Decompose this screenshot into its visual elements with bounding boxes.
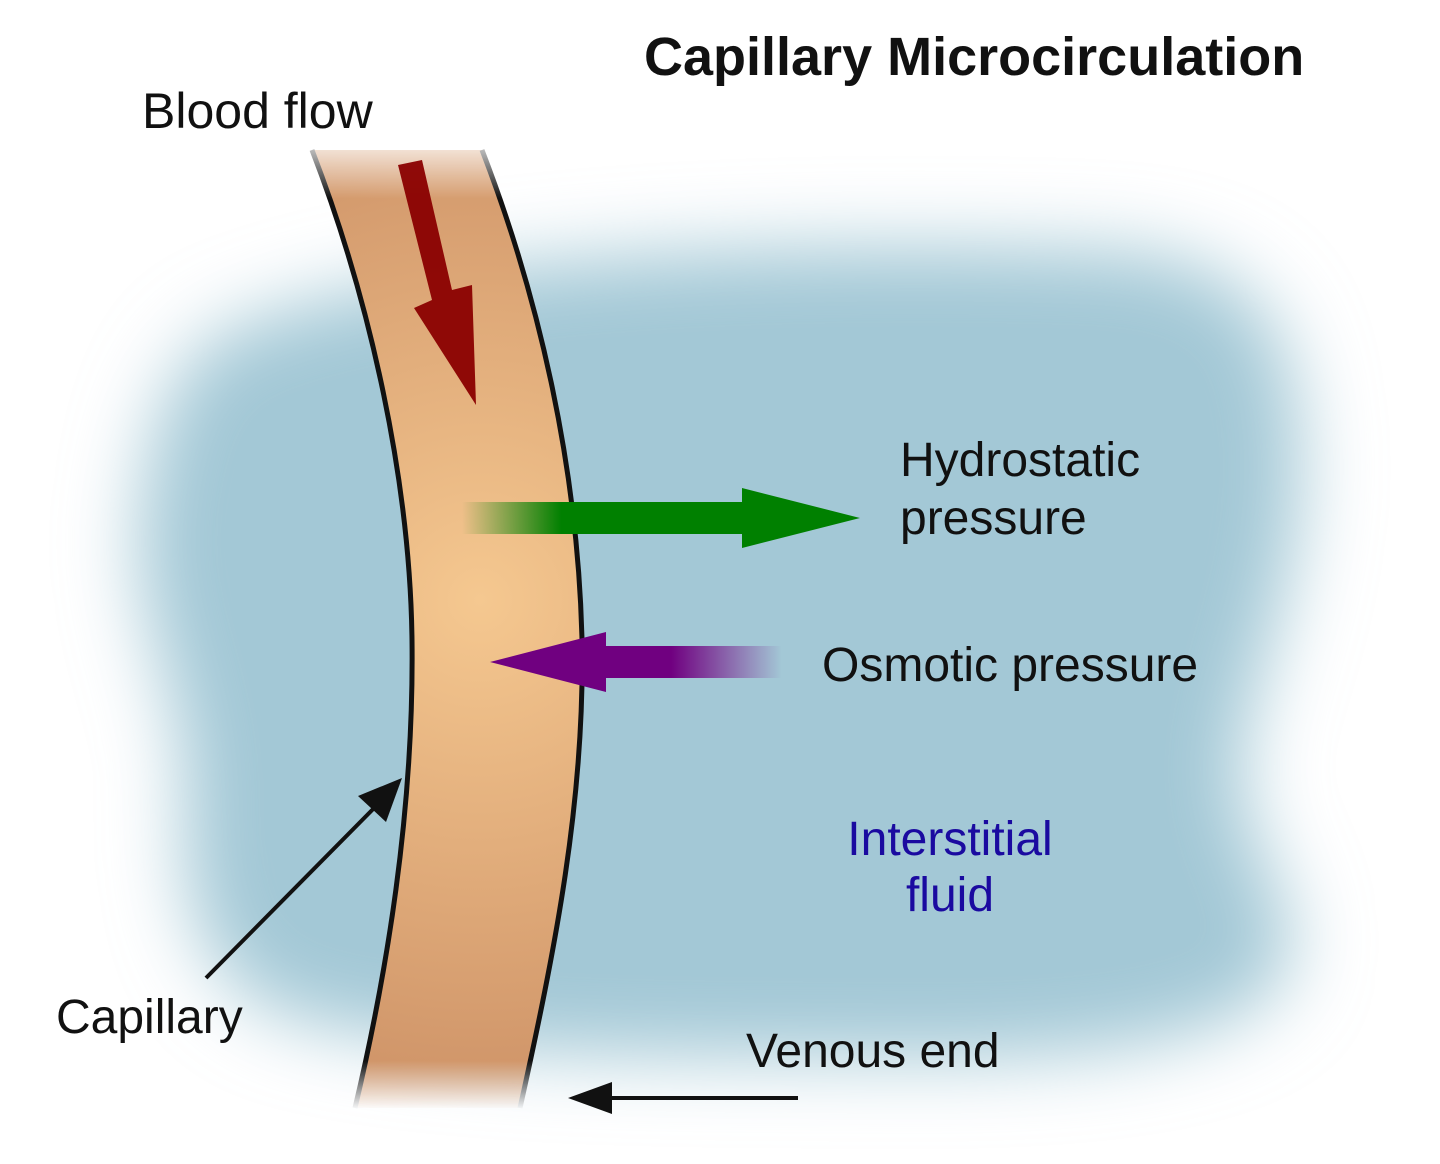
interstitial-label-line1: Interstitial: [847, 813, 1053, 866]
hydrostatic-pressure-arrow: [462, 488, 860, 548]
hydrostatic-label-line1: Hydrostatic: [900, 434, 1141, 487]
osmotic-pressure-arrow: [490, 632, 782, 692]
capillary-label: Capillary: [56, 991, 243, 1044]
capillary-wall-left: [309, 149, 415, 1109]
capillary-body: [312, 150, 583, 1108]
blood-flow-arrow: [398, 160, 476, 405]
hydrostatic-label-line2: pressure: [900, 492, 1087, 545]
interstitial-fluid-label: Interstitial fluid: [820, 812, 1080, 924]
diagram-title: Capillary Microcirculation: [644, 27, 1305, 87]
hydrostatic-pressure-label: Hydrostatic pressure: [900, 432, 1140, 548]
venous-end-arrow: [568, 1082, 798, 1114]
venous-end-label: Venous end: [746, 1025, 1000, 1078]
capillary-pointer-arrow: [204, 778, 402, 980]
osmotic-pressure-label: Osmotic pressure: [822, 639, 1199, 692]
interstitial-label-line2: fluid: [905, 869, 995, 922]
blood-flow-label: Blood flow: [142, 83, 373, 139]
